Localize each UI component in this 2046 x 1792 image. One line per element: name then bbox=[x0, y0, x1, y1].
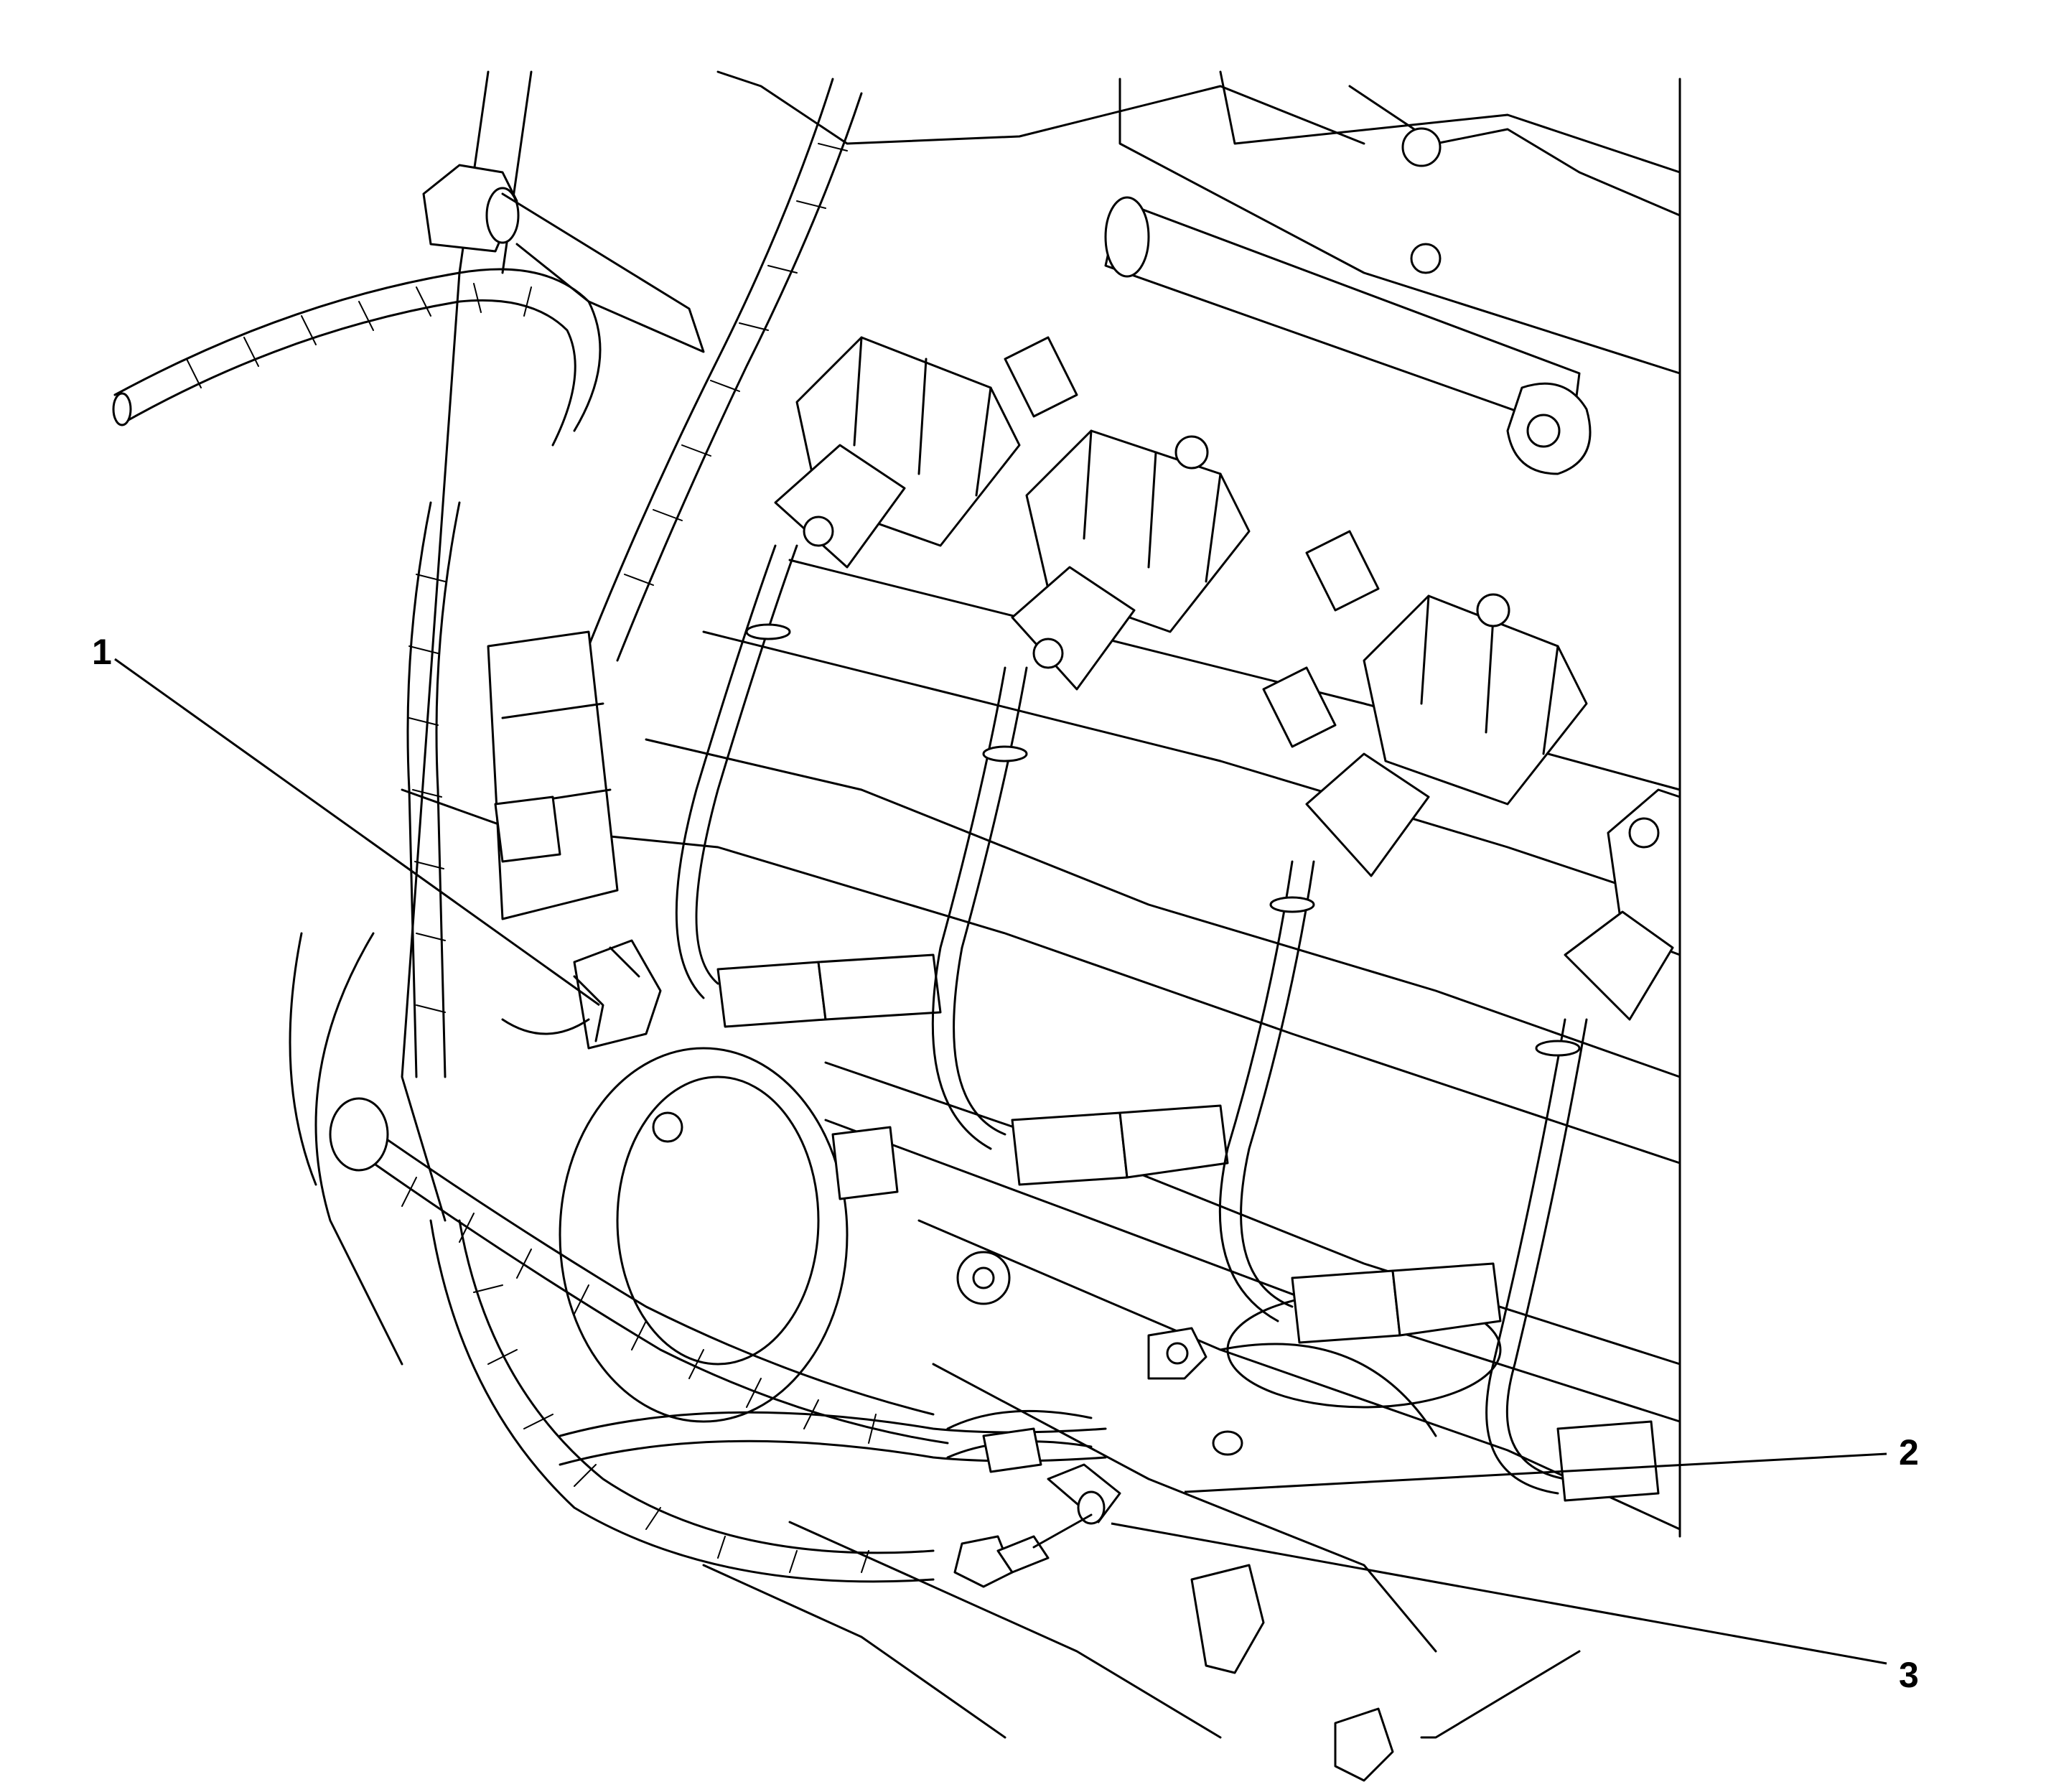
callout-3: 3 bbox=[1899, 1655, 1919, 1695]
callout-2: 2 bbox=[1899, 1432, 1919, 1473]
wiring-harness-upper bbox=[112, 268, 602, 447]
wiring-harness-vertical bbox=[406, 78, 863, 1078]
coil-connectors bbox=[1004, 336, 1380, 748]
sensor-connector bbox=[501, 939, 662, 1050]
spark-plug-wire-1 bbox=[675, 544, 942, 1028]
spark-plug-wire-3 bbox=[1218, 860, 1502, 1344]
ground-strap bbox=[946, 1409, 1093, 1473]
engine-block bbox=[289, 70, 1681, 1739]
wiring-harness-lower bbox=[329, 1097, 1107, 1583]
leader-line-1 bbox=[114, 658, 600, 1007]
ignition-coil-2 bbox=[1011, 429, 1251, 691]
spark-plug-wire-4 bbox=[1485, 1018, 1660, 1502]
callout-1: 1 bbox=[92, 632, 112, 672]
leader-line-3 bbox=[1111, 1522, 1887, 1665]
leader-line-2 bbox=[1184, 1452, 1887, 1493]
ignition-coil-3 bbox=[1305, 593, 1588, 877]
lower-bracket bbox=[652, 1111, 1394, 1782]
mounting-bracket bbox=[422, 164, 705, 353]
ignition-coil-1 bbox=[774, 336, 1021, 569]
control-module bbox=[487, 630, 619, 920]
spark-plug-wire-2 bbox=[931, 666, 1229, 1186]
ground-terminal bbox=[953, 1327, 1243, 1588]
ignition-coil-4 bbox=[1564, 788, 1681, 1021]
fuel-rail bbox=[1104, 127, 1592, 475]
